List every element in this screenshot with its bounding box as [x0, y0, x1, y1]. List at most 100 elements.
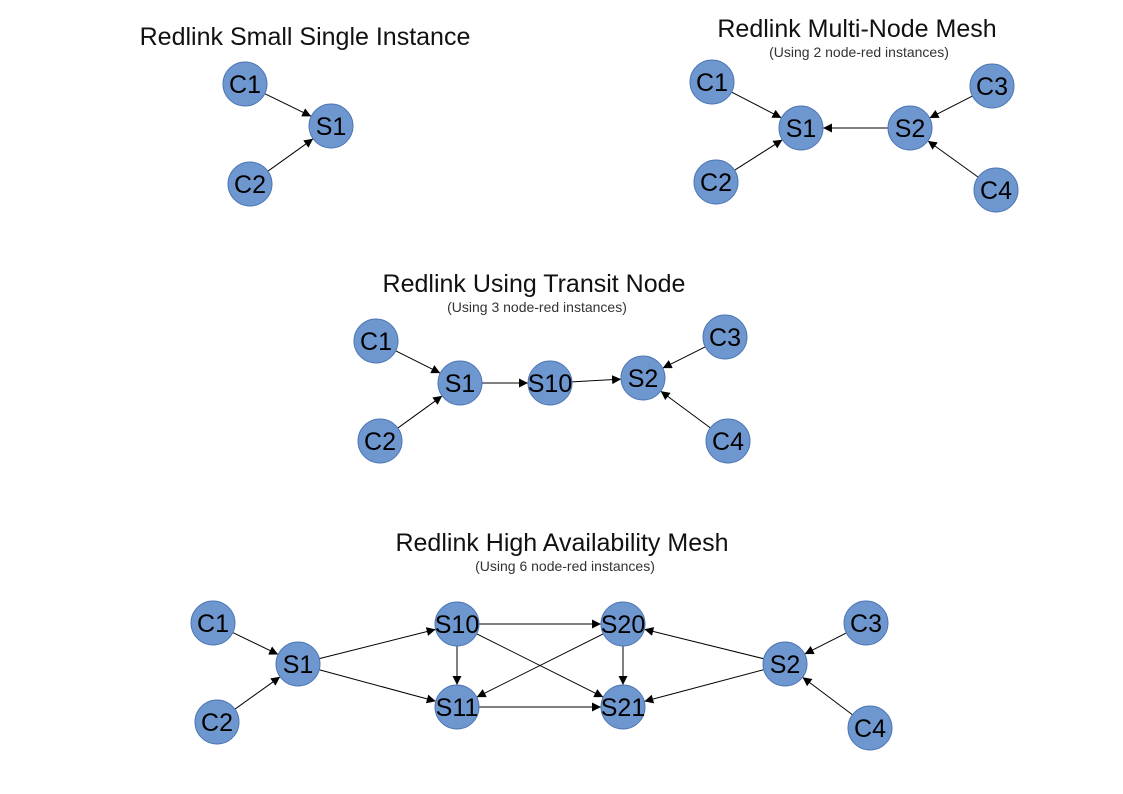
diagram-edges [395, 346, 711, 429]
node-label: C2 [364, 428, 396, 456]
node-c2: C2 [194, 699, 240, 745]
node-s2: S2 [762, 641, 808, 687]
node-c1: C1 [190, 600, 236, 646]
edge-s1-to-s10 [319, 627, 436, 660]
diagram-transit-node: Redlink Using Transit Node (Using 3 node… [353, 270, 751, 464]
edge-c4-to-s2 [802, 676, 853, 716]
node-circle [357, 418, 403, 464]
node-label: C4 [854, 715, 886, 743]
node-s2: S2 [620, 355, 666, 401]
node-s11: S11 [434, 684, 480, 730]
edge-c1-to-s1 [395, 350, 441, 374]
node-label: S1 [283, 651, 314, 679]
node-label: C3 [850, 610, 882, 638]
node-label: C4 [712, 428, 744, 456]
node-label: S11 [436, 694, 479, 722]
node-c4: C4 [847, 705, 893, 751]
node-label: S2 [770, 651, 801, 679]
diagram-high-availability-mesh: Redlink High Availability Mesh (Using 6 … [190, 529, 893, 751]
node-s10: S10 [527, 360, 573, 406]
node-c4: C4 [705, 418, 751, 464]
diagram-title: Redlink Small Single Instance [140, 23, 471, 51]
edge-c1-to-s1 [264, 93, 312, 117]
edge-s2-to-s20 [644, 627, 764, 660]
node-label: S2 [628, 365, 659, 393]
node-s2: S2 [887, 105, 933, 151]
edge-s10-to-s2 [571, 375, 622, 385]
edge-c2-to-s1 [234, 676, 281, 710]
node-circle [600, 601, 646, 647]
node-c4: C4 [973, 167, 1019, 213]
node-label: S10 [435, 611, 479, 639]
node-circle [689, 59, 735, 105]
node-circle [705, 418, 751, 464]
node-circle [308, 103, 354, 149]
node-label: S1 [786, 115, 817, 143]
node-circle [434, 601, 480, 647]
diagram-multi-node-mesh: Redlink Multi-Node Mesh (Using 2 node-re… [689, 15, 1019, 213]
node-c1: C1 [689, 59, 735, 105]
node-s10: S10 [434, 601, 480, 647]
node-circle [600, 684, 646, 730]
edge-c4-to-s2 [927, 140, 979, 178]
node-circle [778, 105, 824, 151]
node-label: C2 [234, 171, 266, 199]
node-label: C2 [201, 709, 233, 737]
node-c1: C1 [222, 61, 268, 107]
edge-c1-to-s1 [232, 632, 279, 655]
node-c3: C3 [969, 63, 1015, 109]
node-circle [227, 161, 273, 207]
node-circle [194, 699, 240, 745]
node-s1: S1 [778, 105, 824, 151]
node-circle [762, 641, 808, 687]
node-s1: S1 [275, 641, 321, 687]
edge-c3-to-s2 [929, 95, 973, 119]
diagram-edges [264, 93, 314, 172]
node-label: S1 [316, 113, 347, 141]
node-s20: S20 [600, 601, 646, 647]
node-label: S21 [601, 694, 645, 722]
edge-s1-to-s11 [319, 669, 436, 704]
node-circle [275, 641, 321, 687]
node-circle [843, 600, 889, 646]
node-label: C1 [696, 69, 728, 97]
node-circle [847, 705, 893, 751]
node-c1: C1 [353, 318, 399, 364]
node-circle [434, 684, 480, 730]
node-circle [969, 63, 1015, 109]
node-label: S2 [895, 115, 926, 143]
node-c3: C3 [843, 600, 889, 646]
node-label: C4 [980, 177, 1012, 205]
node-c2: C2 [693, 159, 739, 205]
edge-c3-to-s2 [662, 346, 706, 369]
node-c3: C3 [702, 314, 748, 360]
node-circle [702, 314, 748, 360]
node-s1: S1 [308, 103, 354, 149]
edge-c3-to-s2 [804, 632, 847, 655]
diagram-title: Redlink Multi-Node Mesh [717, 15, 996, 43]
node-s21: S21 [600, 684, 646, 730]
edge-s2-to-s21 [644, 669, 764, 704]
node-c2: C2 [227, 161, 273, 207]
diagram-subtitle: (Using 6 node-red instances) [475, 558, 655, 574]
node-c2: C2 [357, 418, 403, 464]
node-label: S1 [445, 370, 476, 398]
node-label: C1 [360, 328, 392, 356]
node-s1: S1 [437, 360, 483, 406]
edge-c2-to-s1 [734, 139, 783, 171]
node-circle [437, 360, 483, 406]
diagram-title: Redlink Using Transit Node [383, 270, 686, 298]
node-label: C3 [709, 324, 741, 352]
node-circle [973, 167, 1019, 213]
diagram-edges [232, 619, 853, 716]
node-circle [620, 355, 666, 401]
edge-c2-to-s1 [267, 138, 314, 172]
node-circle [190, 600, 236, 646]
node-circle [887, 105, 933, 151]
edge-c1-to-s1 [731, 91, 782, 119]
